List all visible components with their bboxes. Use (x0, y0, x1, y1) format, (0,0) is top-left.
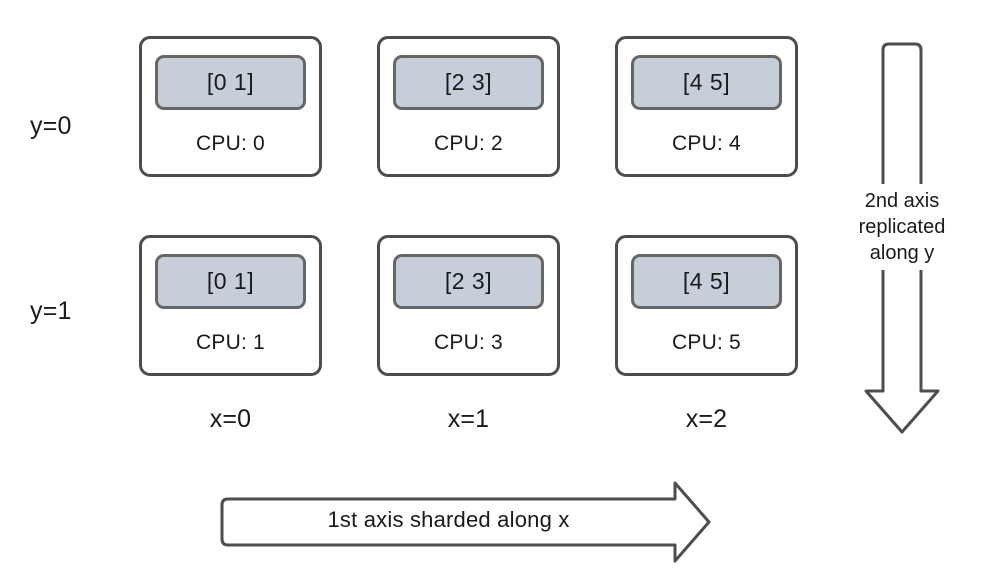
device-card[interactable]: [2 3] CPU: 3 (377, 235, 560, 376)
cpu-label: CPU: 0 (196, 132, 265, 155)
shard-chunk: [0 1] (155, 254, 306, 309)
col-label-x1: x=1 (447, 405, 490, 433)
cpu-label: CPU: 2 (434, 132, 503, 155)
row-label-y0: y=0 (30, 112, 72, 140)
shard-chunk: [2 3] (393, 55, 544, 110)
device-card[interactable]: [0 1] CPU: 1 (139, 235, 322, 376)
shard-chunk: [4 5] (631, 55, 782, 110)
shard-chunk: [4 5] (631, 254, 782, 309)
row-label-y1: y=1 (30, 297, 72, 325)
horizontal-axis-arrow-label: 1st axis sharded along x (327, 507, 570, 532)
vertical-axis-arrow-line-3: along y (869, 242, 935, 264)
shard-chunk: [2 3] (393, 254, 544, 309)
cpu-label: CPU: 5 (672, 331, 741, 354)
col-label-x2: x=2 (685, 405, 728, 433)
horizontal-axis-arrow (220, 481, 711, 563)
device-card[interactable]: [0 1] CPU: 0 (139, 36, 322, 177)
cpu-label: CPU: 1 (196, 331, 265, 354)
shard-chunk: [0 1] (155, 55, 306, 110)
vertical-axis-arrow-label: 2nd axis replicated along y (841, 184, 963, 270)
vertical-axis-arrow-line-2: replicated (858, 216, 946, 238)
vertical-axis-arrow-line-1: 2nd axis (864, 190, 940, 212)
col-label-x0: x=0 (209, 405, 252, 433)
device-card[interactable]: [4 5] CPU: 4 (615, 36, 798, 177)
cpu-label: CPU: 3 (434, 331, 503, 354)
device-card[interactable]: [2 3] CPU: 2 (377, 36, 560, 177)
device-card[interactable]: [4 5] CPU: 5 (615, 235, 798, 376)
cpu-label: CPU: 4 (672, 132, 741, 155)
